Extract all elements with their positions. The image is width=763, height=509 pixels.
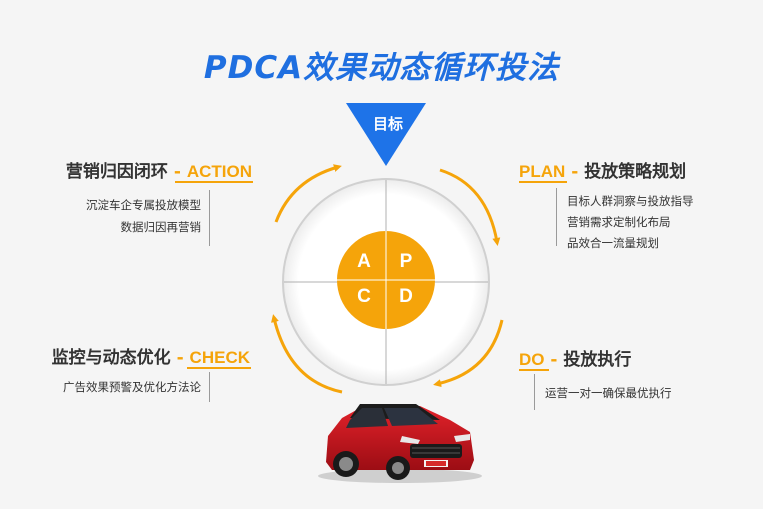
arrow-bottom-left [271, 314, 343, 394]
check-code: CHECK [189, 348, 250, 367]
goal-triangle [346, 103, 426, 166]
action-item: 沉淀车企专属投放模型 [86, 198, 201, 212]
arrow-top-left [274, 164, 342, 223]
car-image [318, 404, 482, 483]
check-underline [187, 367, 251, 369]
do-title: 投放执行 [563, 350, 632, 370]
plan-item: 营销需求定制化布局 [567, 215, 671, 229]
plan-title: 投放策略规划 [584, 162, 687, 182]
do-separator: - [550, 350, 558, 370]
arrow-bottom-right [433, 319, 504, 388]
check-item: 广告效果预警及优化方法论 [63, 380, 201, 394]
check-divider [209, 372, 210, 402]
do-divider [534, 374, 535, 410]
action-item: 数据归因再营销 [120, 220, 202, 234]
action-divider [209, 190, 210, 246]
check-heading: 监控与动态优化 - CHECK [52, 343, 250, 368]
do-item: 运营一对一确保最优执行 [545, 386, 672, 400]
do-underline [519, 369, 549, 371]
action-underline [175, 181, 253, 183]
quadrant-d: D [399, 286, 413, 307]
check-title: 监控与动态优化 [51, 348, 171, 368]
action-separator: - [173, 162, 181, 182]
plan-code: PLAN [519, 162, 566, 181]
plan-separator: - [571, 162, 579, 182]
arrow-top-right [439, 168, 501, 246]
plan-divider [556, 188, 557, 246]
plan-heading: PLAN - 投放策略规划 [519, 157, 686, 182]
quadrant-c: C [357, 286, 371, 307]
do-code: DO [519, 350, 545, 369]
do-heading: DO - 投放执行 [519, 345, 631, 370]
plan-underline [519, 181, 567, 183]
quadrant-a: A [357, 251, 371, 272]
quadrant-p: P [399, 251, 413, 272]
action-code: ACTION [186, 162, 252, 181]
action-heading: 营销归因闭环 - ACTION [66, 157, 252, 182]
plan-item: 品效合一流量规划 [567, 236, 659, 250]
action-title: 营销归因闭环 [65, 162, 168, 182]
check-separator: - [176, 348, 184, 368]
page-title: PDCA效果动态循环投法 [203, 50, 560, 86]
goal-label: 目标 [372, 115, 403, 133]
plan-item: 目标人群洞察与投放指导 [567, 194, 694, 208]
